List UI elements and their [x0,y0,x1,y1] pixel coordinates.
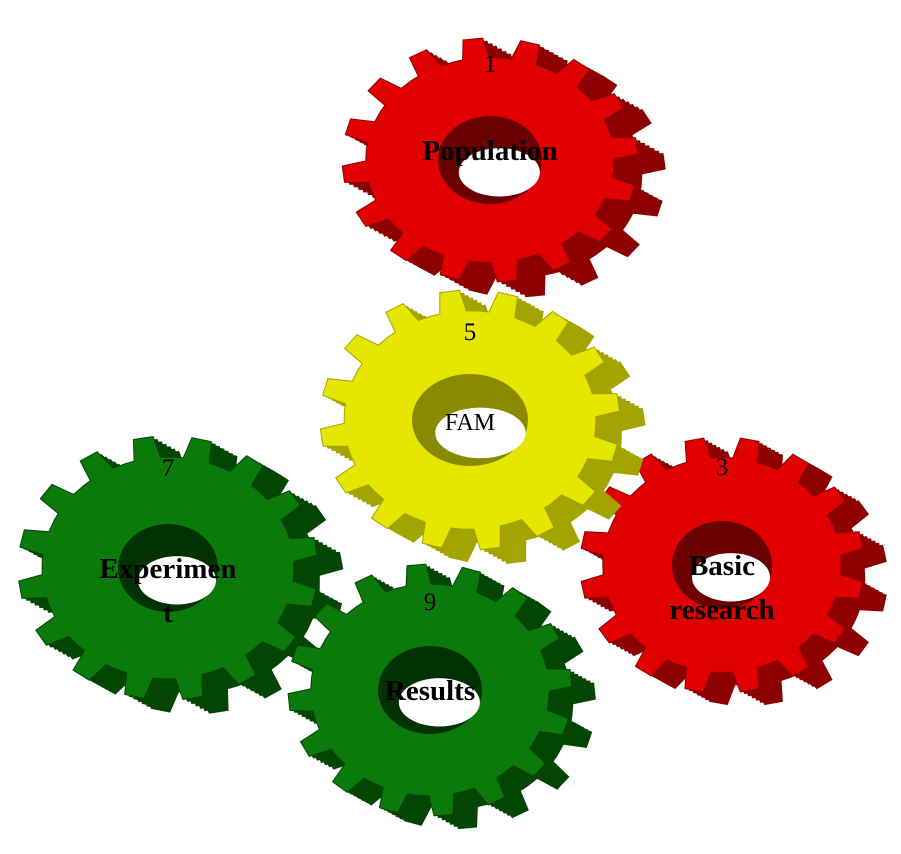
gear-label: research [669,594,774,626]
gear-label: Population [422,135,557,167]
gear-number: 3 [716,454,729,481]
gear-label: FAM [445,410,495,436]
gear-number: 9 [424,589,437,616]
gear-number: 7 [162,455,175,482]
gear-label: t [163,597,173,629]
gear-label: Experimen [100,553,237,585]
gear-number: 5 [464,319,477,346]
gear-number: 1 [484,51,497,78]
gear-label: Basic [689,550,755,582]
gear-label: Results [385,675,475,707]
